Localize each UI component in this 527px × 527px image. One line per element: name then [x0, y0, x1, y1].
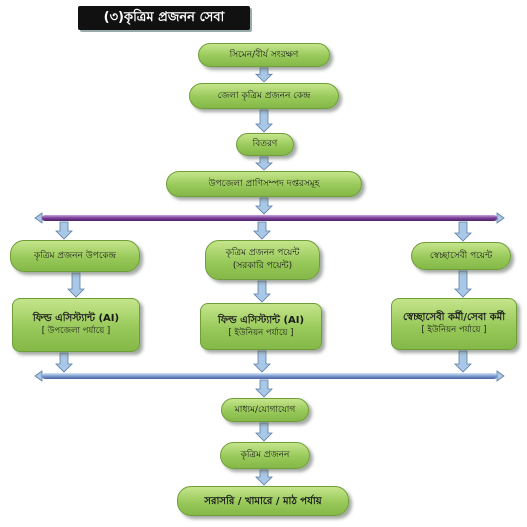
- ai-upazila-node: ফিল্ড এসিস্ট্যান্ট (AI) [ উপজেলা পর্যায়…: [12, 298, 140, 352]
- arrow-ai-union-to-divider: [253, 350, 271, 373]
- semen-storage-label: সিমেন/বীর্য সংরক্ষণ: [229, 49, 299, 60]
- arrow-semen-to-district: [255, 67, 273, 83]
- arrow-distribution-to-upazila: [254, 156, 274, 171]
- arrow-divider-to-volunteer-point: [454, 221, 472, 242]
- volunteer-point-node: স্বেচ্ছাসেবী পয়েন্ট: [411, 242, 511, 270]
- direct-field-node: সরাসরি / খামারে / মাঠ পর্যায়: [177, 486, 349, 516]
- ai-union-label: ফিল্ড এসিস্ট্যান্ট (AI): [217, 314, 305, 326]
- diagram-title: (৩)কৃত্রিম প্রজনন সেবা: [78, 6, 250, 30]
- distribution-node: বিতরণ: [236, 133, 294, 156]
- arrow-worker-to-divider: [454, 350, 472, 373]
- artificial-insemination-label: কৃত্রিম প্রজনন: [240, 450, 290, 460]
- ai-union-sublabel: [ ইউনিয়ন পর্যায়ে ]: [228, 327, 294, 338]
- volunteer-worker-node: স্বেচ্ছাসেবী কর্মী/সেবা কর্মী [ ইউনিয়ন …: [391, 298, 517, 350]
- sub-center-label: কৃত্রিম প্রজনন উপকেন্দ্র: [33, 250, 117, 261]
- arrow-district-to-distribution: [255, 109, 273, 133]
- upper-divider-left-cap: [34, 212, 43, 224]
- arrow-govt-point-to-ai-union: [253, 280, 271, 303]
- arrow-divider-to-medium: [255, 379, 273, 398]
- arrow-ai-to-direct: [255, 469, 273, 486]
- arrow-upazila-to-divider: [255, 197, 273, 215]
- arrow-volunteer-point-to-worker: [454, 270, 472, 298]
- lower-divider-left-cap: [34, 370, 43, 382]
- distribution-label: বিতরণ: [252, 139, 278, 149]
- sub-center-node: কৃত্রিম প্রজনন উপকেন্দ্র: [10, 240, 140, 272]
- direct-field-label: সরাসরি / খামারে / মাঠ পর্যায়: [204, 495, 322, 507]
- arrow-divider-to-subcenter: [55, 221, 73, 240]
- lower-divider: [42, 373, 497, 379]
- ai-upazila-sublabel: [ উপজেলা পর্যায়ে ]: [41, 326, 111, 336]
- arrow-subcenter-to-ai-upazila: [67, 272, 85, 298]
- volunteer-point-label: স্বেচ্ছাসেবী পয়েন্ট: [429, 250, 493, 261]
- upper-divider: [42, 215, 497, 221]
- district-center-label: জেলা কৃত্রিম প্রজনন কেন্দ্র: [217, 90, 311, 101]
- govt-point-node: কৃত্রিম প্রজনন পয়েন্ট (সরকারি পয়েন্ট): [205, 240, 320, 280]
- arrow-ai-upazila-to-divider: [55, 352, 73, 373]
- arrow-divider-to-govt-point: [253, 221, 271, 240]
- medium-label: মাধ্যম/যোগাযোগ: [234, 404, 296, 415]
- lower-divider-right-cap: [496, 370, 505, 382]
- artificial-insemination-node: কৃত্রিম প্রজনন: [220, 442, 310, 469]
- arrow-medium-to-ai: [255, 422, 273, 442]
- district-center-node: জেলা কৃত্রিম প্রজনন কেন্দ্র: [189, 83, 339, 109]
- semen-storage-node: সিমেন/বীর্য সংরক্ষণ: [198, 43, 330, 67]
- upazila-office-node: উপজেলা প্রাণিসম্পদ দপ্তরসমূহ: [166, 171, 362, 197]
- ai-union-node: ফিল্ড এসিস্ট্যান্ট (AI) [ ইউনিয়ন পর্যায…: [200, 303, 322, 350]
- ai-upazila-label: ফিল্ড এসিস্ট্যান্ট (AI): [32, 313, 120, 324]
- govt-point-label: কৃত্রিম প্রজনন পয়েন্ট: [225, 248, 300, 258]
- govt-point-sublabel: (সরকারি পয়েন্ট): [232, 261, 293, 271]
- medium-node: মাধ্যম/যোগাযোগ: [221, 398, 309, 422]
- upazila-office-label: উপজেলা প্রাণিসম্পদ দপ্তরসমূহ: [208, 178, 320, 189]
- volunteer-worker-label: স্বেচ্ছাসেবী কর্মী/সেবা কর্মী: [402, 312, 506, 323]
- volunteer-worker-sublabel: [ ইউনিয়ন পর্যায়ে ]: [421, 325, 487, 335]
- upper-divider-right-cap: [496, 212, 505, 224]
